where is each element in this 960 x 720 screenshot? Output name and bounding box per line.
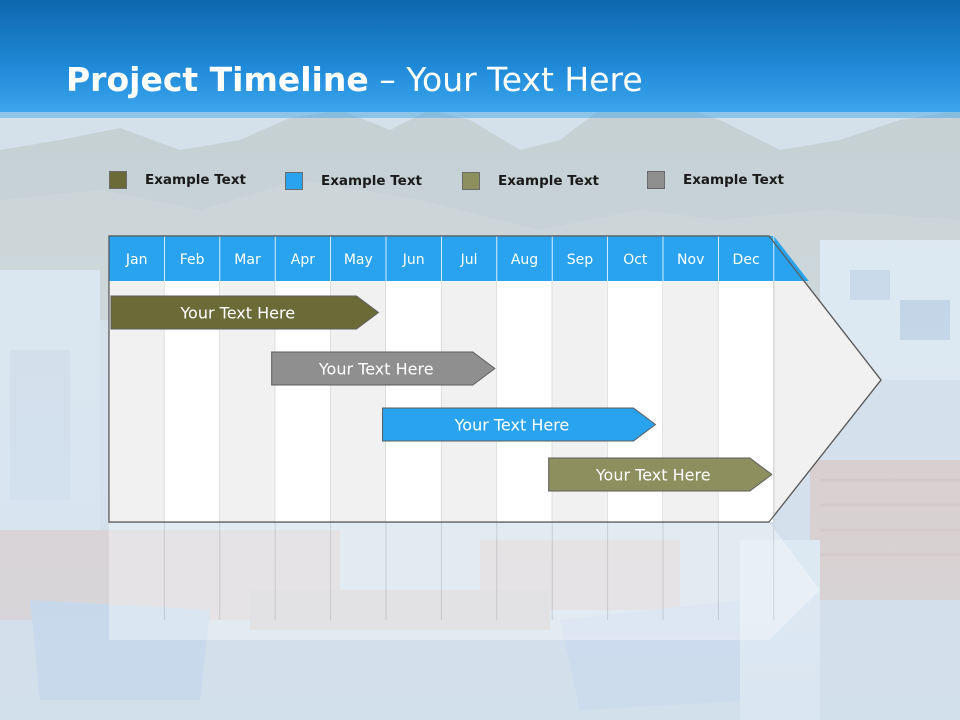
month-column-aug [496,281,553,522]
timeline-reflection [109,522,820,640]
task-bar-4 [548,457,773,492]
task-label-3: Your Text Here [454,416,570,435]
month-label-jul: Jul [460,252,478,268]
month-label-jan: Jan [125,252,148,268]
month-label-nov: Nov [677,252,704,268]
header-band [109,236,809,281]
month-label-feb: Feb [180,252,205,268]
task-bar-2 [271,351,496,386]
legend-swatch-3 [462,172,480,190]
month-column-jun [386,281,442,522]
legend-swatch-2 [285,172,303,190]
legend-label-2: Example Text [321,173,422,189]
task-label-1: Your Text Here [179,304,295,323]
month-label-apr: Apr [291,252,315,268]
legend-label-1: Example Text [145,172,246,188]
reflection-shape [109,522,820,640]
legend-label-3: Example Text [498,173,599,189]
month-label-aug: Aug [511,252,538,268]
legend-swatch-4 [647,171,665,189]
legend-item-2: Example Text [285,171,422,191]
legend-item-1: Example Text [109,170,246,190]
month-header: Jan Feb Mar Apr May Jun Jul Aug Sep Oct Nov Dec [109,236,809,281]
title-bold: Project Timeline [66,60,369,99]
task-bar-3 [381,407,657,442]
legend-label-4: Example Text [683,172,784,188]
month-label-mar: Mar [234,252,261,268]
title-rest: – Your Text Here [368,60,643,99]
slide-title: Project Timeline – Your Text Here [66,60,643,99]
task-label-4: Your Text Here [595,466,711,485]
legend-swatch-1 [109,171,127,189]
task-label-2: Your Text Here [318,360,434,379]
month-column-jul [441,281,497,522]
month-label-sep: Sep [567,252,594,268]
month-label-may: May [344,252,373,268]
timeline-arrow-outline [108,235,882,523]
task-bar-1 [110,295,380,330]
legend-item-4: Example Text [647,170,784,190]
legend-item-3: Example Text [462,171,599,191]
month-label-dec: Dec [733,252,760,268]
month-label-jun: Jun [402,252,425,268]
month-label-oct: Oct [623,252,648,268]
